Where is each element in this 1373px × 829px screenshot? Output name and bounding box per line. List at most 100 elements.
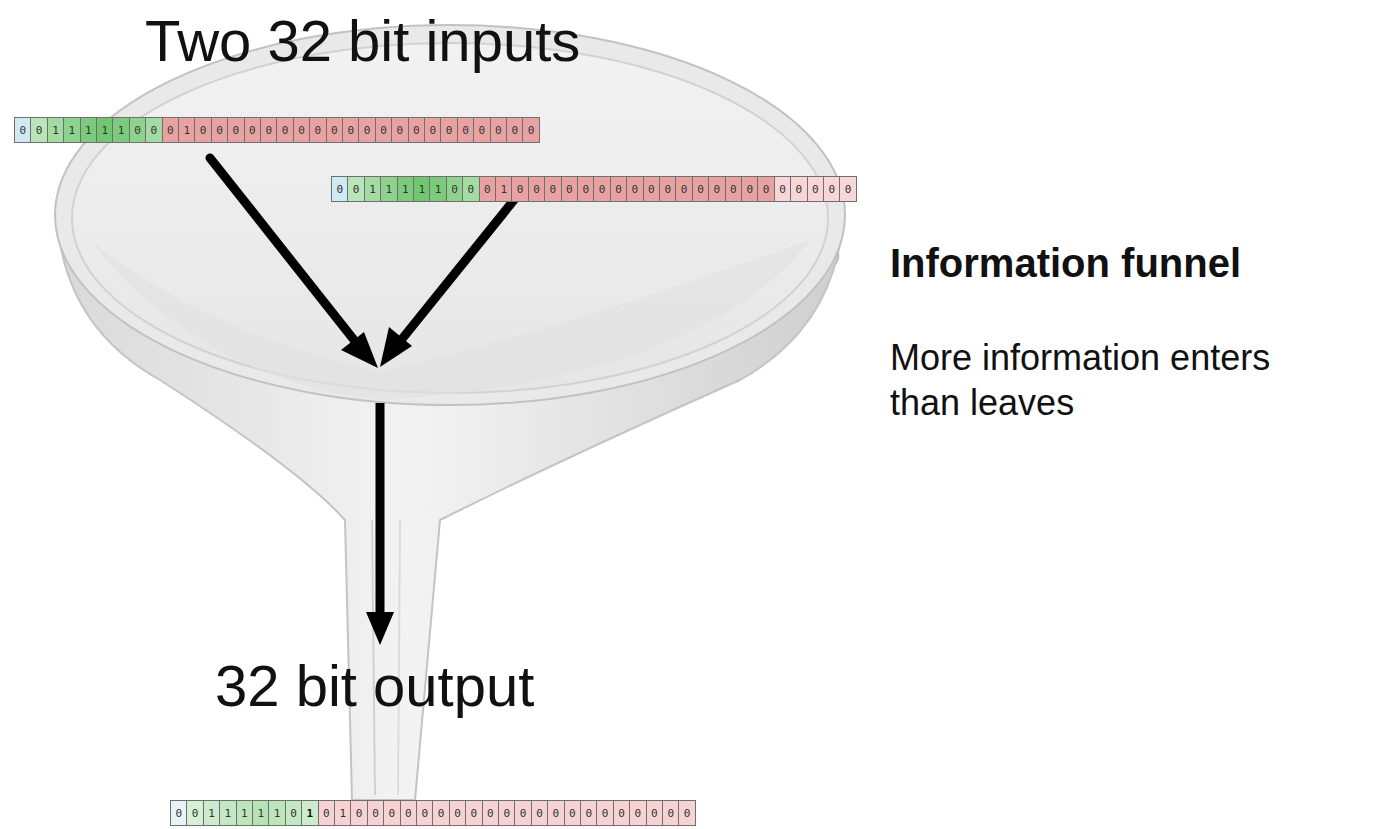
bit-cell: 0 [462, 176, 479, 202]
bit-cell: 0 [342, 117, 359, 143]
bit-cell: 0 [416, 800, 433, 826]
output-caption: 32 bit output [215, 657, 534, 715]
bit-cell: 1 [203, 800, 220, 826]
bit-cell: 0 [358, 117, 375, 143]
bit-cell: 0 [613, 800, 630, 826]
bit-cell: 0 [30, 117, 47, 143]
bit-cell: 0 [367, 800, 384, 826]
bit-cell: 0 [629, 800, 646, 826]
bit-cell: 0 [580, 800, 597, 826]
bit-cell: 0 [564, 800, 581, 826]
bit-cell: 0 [725, 176, 742, 202]
bit-cell: 0 [400, 800, 417, 826]
bit-cell: 0 [528, 176, 545, 202]
bit-cell: 0 [170, 800, 187, 826]
bit-cell: 1 [334, 800, 351, 826]
bit-cell: 0 [544, 176, 561, 202]
bit-cell: 0 [350, 800, 367, 826]
bit-cell: 1 [252, 800, 269, 826]
bit-cell: 1 [268, 800, 285, 826]
bit-cell: 0 [490, 117, 507, 143]
bit-cell: 0 [610, 176, 627, 202]
bit-cell: 0 [309, 117, 326, 143]
bit-cell: 0 [522, 117, 539, 143]
bit-cell: 0 [440, 117, 457, 143]
heading: Information funnel [890, 243, 1241, 283]
bit-cell: 1 [47, 117, 64, 143]
bit-cell: 0 [145, 117, 162, 143]
bit-cell: 1 [301, 800, 318, 826]
bit-cell: 0 [692, 176, 709, 202]
bit-cell: 0 [757, 176, 774, 202]
bit-cell: 0 [383, 800, 400, 826]
bit-cell: 1 [96, 117, 113, 143]
bit-cell: 0 [408, 117, 425, 143]
note: More information enters than leaves [890, 335, 1310, 425]
bit-cell: 0 [643, 176, 660, 202]
bit-cell: 0 [129, 117, 146, 143]
bit-cell: 1 [495, 176, 512, 202]
bit-cell: 0 [626, 176, 643, 202]
bit-cell: 1 [112, 117, 129, 143]
bit-cell: 0 [479, 176, 496, 202]
bit-cell: 1 [63, 117, 80, 143]
bit-cell: 1 [364, 176, 381, 202]
bit-cell: 0 [839, 176, 856, 202]
bit-cell: 0 [482, 800, 499, 826]
bit-cell: 0 [186, 800, 203, 826]
bit-cell: 0 [511, 176, 528, 202]
bit-cell: 0 [446, 176, 463, 202]
bit-cell: 0 [211, 117, 228, 143]
bit-cell: 0 [14, 117, 31, 143]
bit-cell: 0 [708, 176, 725, 202]
bit-cell: 0 [162, 117, 179, 143]
bit-cell: 0 [194, 117, 211, 143]
bit-cell: 0 [531, 800, 548, 826]
bit-cell: 0 [347, 176, 364, 202]
bit-cell: 0 [596, 800, 613, 826]
bit-cell: 0 [432, 800, 449, 826]
bit-cell: 0 [593, 176, 610, 202]
input-caption: Two 32 bit inputs [145, 12, 580, 70]
bit-cell: 0 [244, 117, 261, 143]
bit-cell: 0 [498, 800, 515, 826]
bit-cell: 0 [561, 176, 578, 202]
bit-cell: 0 [276, 117, 293, 143]
bit-cell: 0 [662, 800, 679, 826]
bit-cell: 1 [380, 176, 397, 202]
bit-cell: 0 [227, 117, 244, 143]
bit-cell: 0 [675, 176, 692, 202]
bit-cell: 0 [293, 117, 310, 143]
bit-cell: 0 [449, 800, 466, 826]
bit-cell: 0 [331, 176, 348, 202]
bit-cell: 0 [457, 117, 474, 143]
bit-cell: 0 [823, 176, 840, 202]
bit-cell: 1 [219, 800, 236, 826]
bit-cell: 0 [659, 176, 676, 202]
bit-cell: 0 [646, 800, 663, 826]
bit-cell: 0 [473, 117, 490, 143]
bit-cell: 0 [741, 176, 758, 202]
bit-cell: 0 [774, 176, 791, 202]
bit-cell: 1 [236, 800, 253, 826]
bit-cell: 0 [285, 800, 302, 826]
bit-cell: 1 [178, 117, 195, 143]
bit-cell: 1 [429, 176, 446, 202]
bit-cell: 0 [326, 117, 343, 143]
bit-cell: 0 [465, 800, 482, 826]
bit-cell: 0 [514, 800, 531, 826]
bit-cell: 1 [80, 117, 97, 143]
bit-cell: 0 [375, 117, 392, 143]
bit-cell: 0 [424, 117, 441, 143]
bit-cell: 0 [577, 176, 594, 202]
bit-cell: 0 [807, 176, 824, 202]
bit-cell: 0 [506, 117, 523, 143]
bit-cell: 0 [260, 117, 277, 143]
bit-cell: 0 [547, 800, 564, 826]
bit-cell: 0 [318, 800, 335, 826]
bit-cell: 1 [413, 176, 430, 202]
bit-cell: 0 [790, 176, 807, 202]
bit-cell: 0 [678, 800, 695, 826]
bit-cell: 0 [391, 117, 408, 143]
bit-cell: 1 [397, 176, 414, 202]
